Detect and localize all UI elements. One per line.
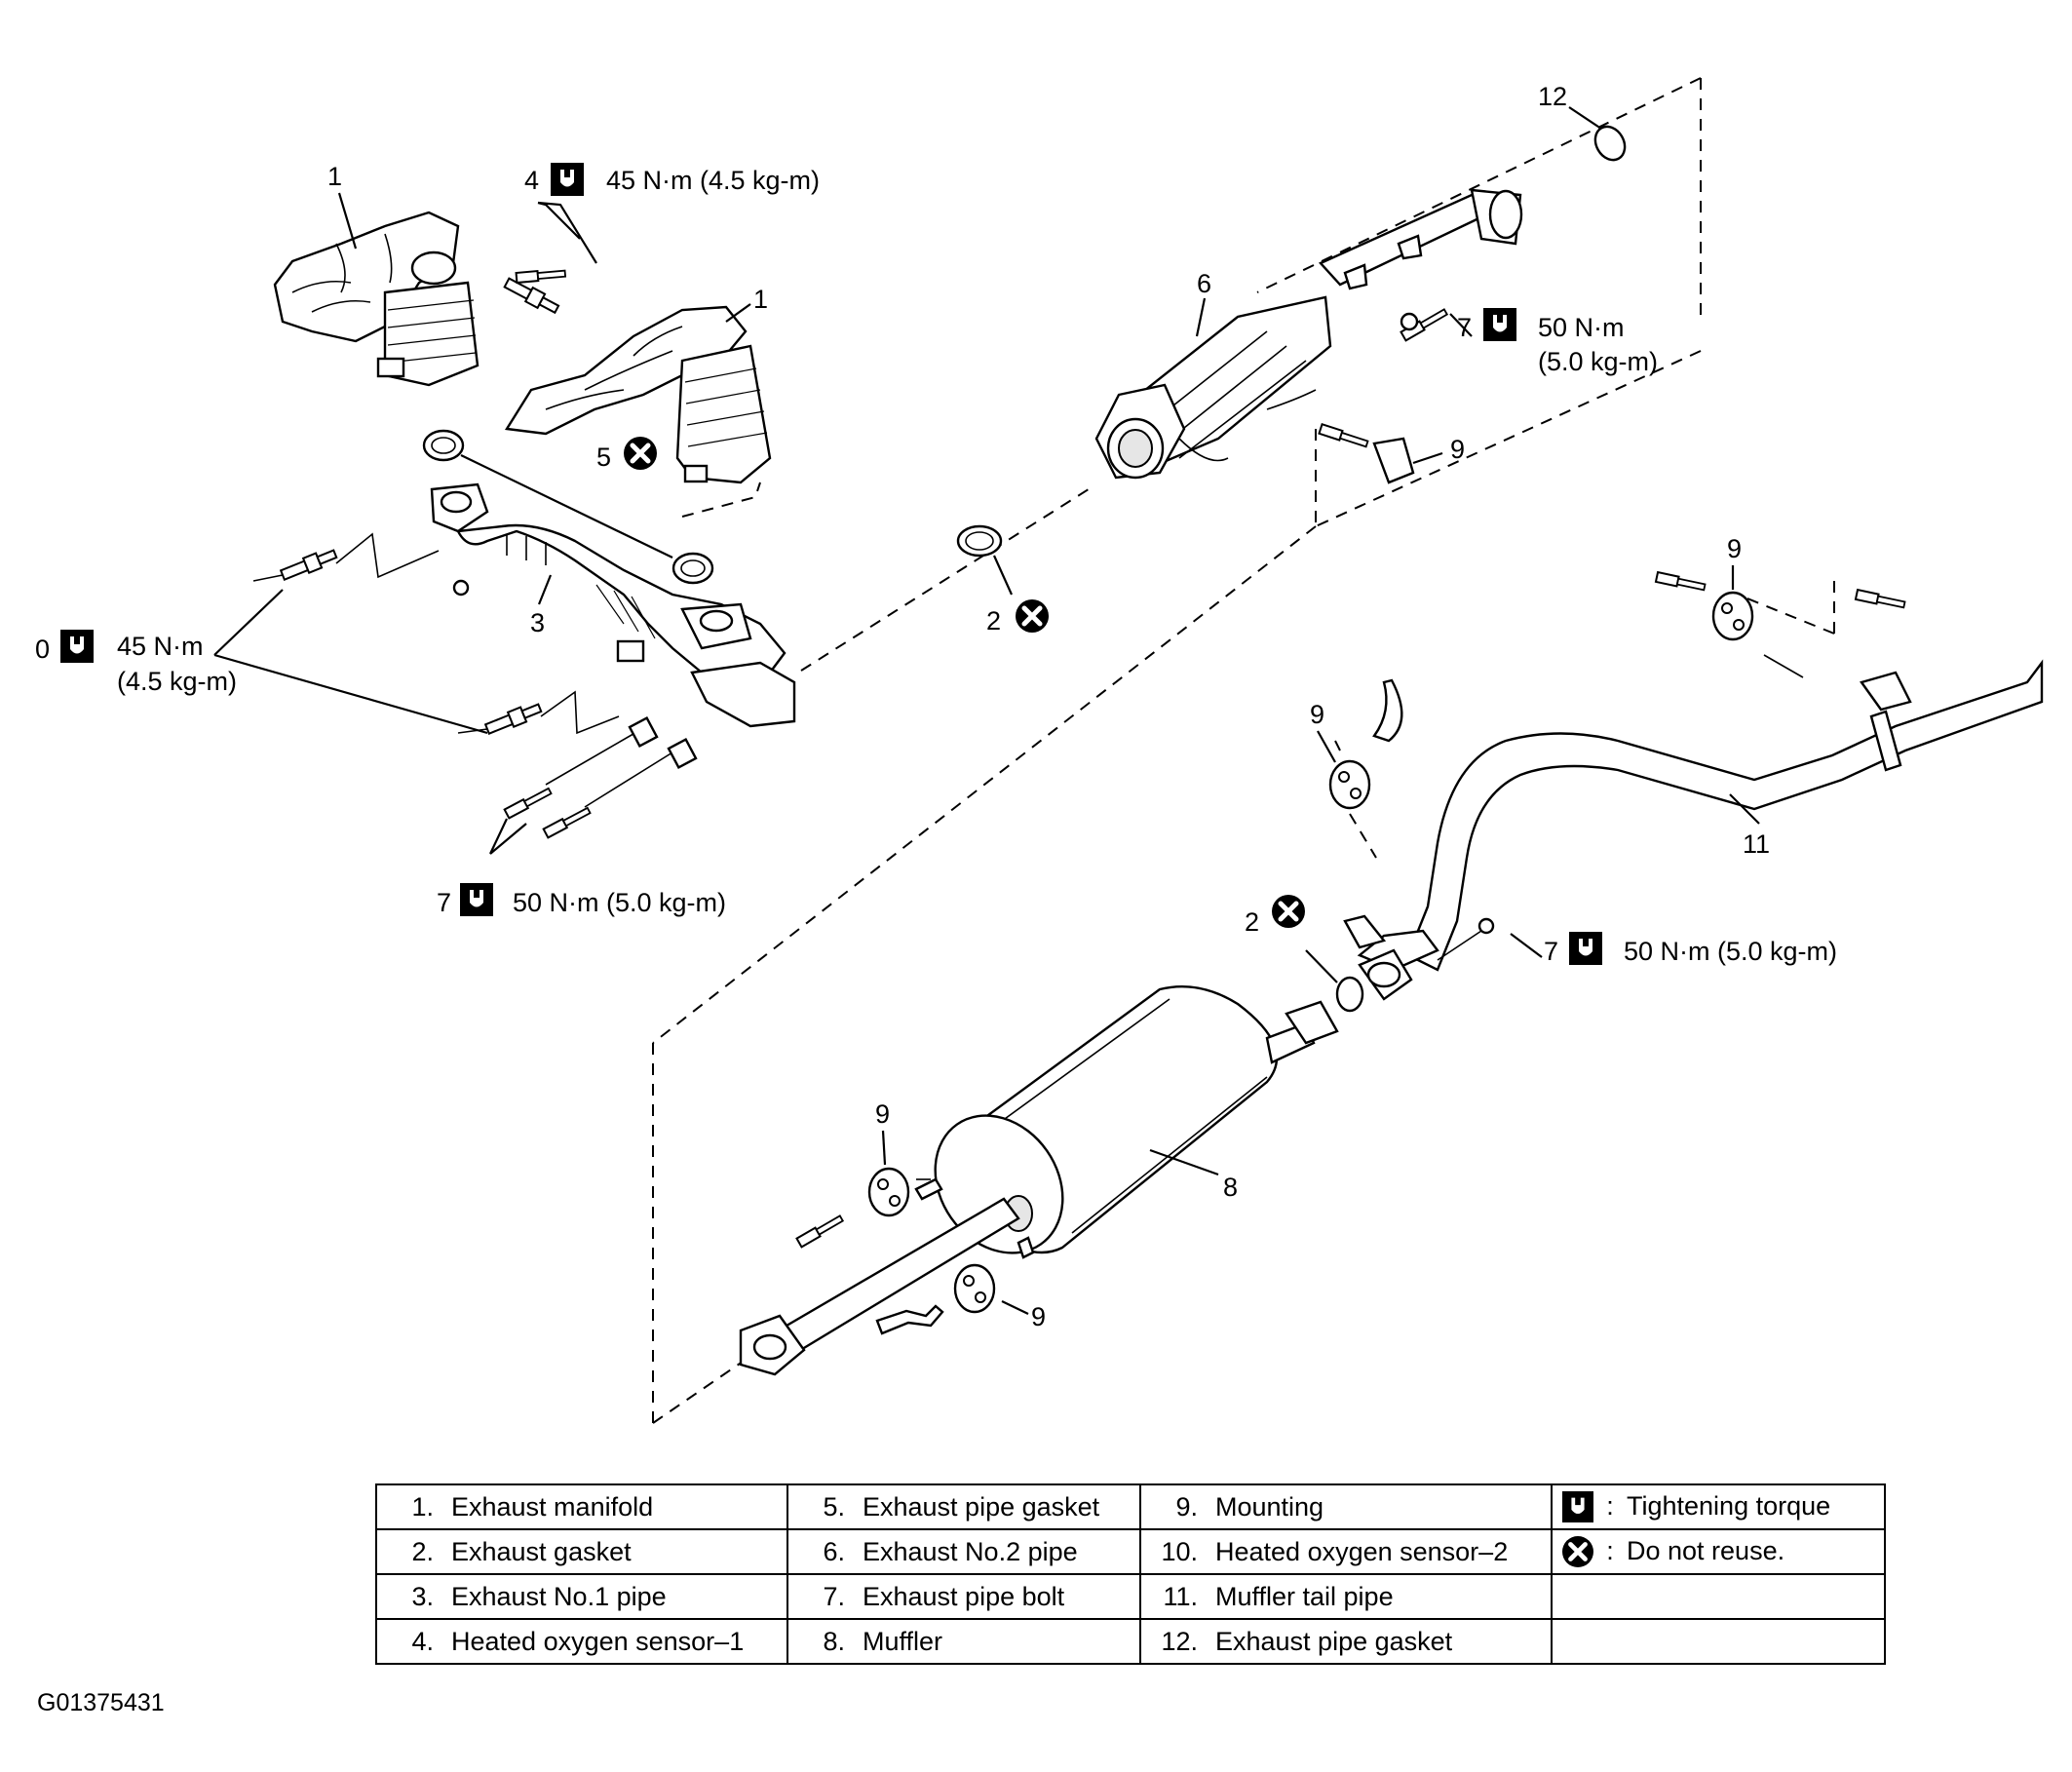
torque-value-bolt-front: 50 N·m (5.0 kg-m) bbox=[513, 888, 726, 917]
legend-row: 2.Exhaust gasket 6.Exhaust No.2 pipe 10.… bbox=[375, 1528, 1886, 1575]
callout-9-tail: 9 bbox=[1727, 534, 1742, 563]
legend-no-reuse-symbol: :Do not reuse. bbox=[1551, 1528, 1886, 1575]
muffler bbox=[739, 984, 1339, 1376]
callout-5: 5 bbox=[596, 443, 611, 472]
legend-cell: 5.Exhaust pipe gasket bbox=[787, 1483, 1141, 1530]
legend-cell: 2.Exhaust gasket bbox=[375, 1528, 788, 1575]
figure-id: G01375431 bbox=[37, 1689, 165, 1716]
legend-cell: 8.Muffler bbox=[787, 1618, 1141, 1665]
torque-value-bolt-top-line1: 50 N·m bbox=[1538, 313, 1625, 342]
callout-9-pipe: 9 bbox=[1450, 435, 1465, 464]
exhaust-pipe-gasket-rear bbox=[1593, 125, 1627, 162]
callout-1-right: 1 bbox=[753, 285, 768, 314]
legend-cell: 3.Exhaust No.1 pipe bbox=[375, 1573, 788, 1620]
torque-value-bolt-top-line2: (5.0 kg-m) bbox=[1538, 347, 1658, 376]
legend-cell: 11.Muffler tail pipe bbox=[1139, 1573, 1553, 1620]
callout-7-top: 7 bbox=[1457, 313, 1472, 342]
legend-cell: 1.Exhaust manifold bbox=[375, 1483, 788, 1530]
do-not-reuse-icon bbox=[1016, 599, 1049, 633]
callout-1-left: 1 bbox=[327, 162, 342, 191]
callout-7-front: 7 bbox=[437, 888, 451, 917]
legend-empty-cell bbox=[1551, 1618, 1886, 1665]
torque-wrench-icon bbox=[551, 163, 584, 196]
do-not-reuse-icon bbox=[1272, 895, 1305, 928]
do-not-reuse-icon bbox=[624, 437, 657, 470]
legend-cell: 6.Exhaust No.2 pipe bbox=[787, 1528, 1141, 1575]
do-not-reuse-icon bbox=[1562, 1536, 1593, 1567]
torque-value-sensor-1: 45 N·m (4.5 kg-m) bbox=[606, 166, 820, 195]
callout-9-hanger: 9 bbox=[1310, 700, 1324, 729]
parts-legend-table: 1.Exhaust manifold 5.Exhaust pipe gasket… bbox=[375, 1483, 1886, 1665]
callout-2-front: 2 bbox=[986, 606, 1001, 636]
legend-torque-symbol: :Tightening torque bbox=[1551, 1483, 1886, 1530]
torque-value-bolt-rear: 50 N·m (5.0 kg-m) bbox=[1624, 937, 1837, 966]
callout-2-rear: 2 bbox=[1245, 907, 1259, 937]
legend-row: 4.Heated oxygen sensor–1 8.Muffler 12.Ex… bbox=[375, 1618, 1886, 1665]
exhaust-no1-pipe bbox=[430, 482, 796, 728]
callout-3: 3 bbox=[530, 608, 545, 637]
torque-wrench-icon bbox=[60, 630, 94, 663]
exhaust-manifold-left bbox=[273, 211, 480, 387]
torque-value-sensor-2-line1: 45 N·m bbox=[117, 632, 204, 661]
legend-empty-cell bbox=[1551, 1573, 1886, 1620]
torque-wrench-icon bbox=[1562, 1491, 1593, 1523]
torque-wrench-icon bbox=[1569, 932, 1602, 965]
legend-cell: 10.Heated oxygen sensor–2 bbox=[1139, 1528, 1553, 1575]
exhaust-no2-pipe bbox=[1094, 188, 1523, 480]
exhaust-gasket-rear bbox=[1335, 976, 1364, 1013]
torque-value-sensor-2-line2: (4.5 kg-m) bbox=[117, 667, 237, 696]
callout-10: 0 bbox=[35, 635, 50, 664]
callout-9-lower: 9 bbox=[1031, 1302, 1046, 1331]
callout-12: 12 bbox=[1538, 82, 1567, 111]
torque-wrench-icon bbox=[460, 883, 493, 916]
legend-row: 1.Exhaust manifold 5.Exhaust pipe gasket… bbox=[375, 1483, 1886, 1530]
callout-11: 11 bbox=[1743, 829, 1770, 859]
callout-7-rear: 7 bbox=[1544, 937, 1558, 966]
exhaust-gasket-front bbox=[956, 524, 1003, 558]
legend-cell: 9.Mounting bbox=[1139, 1483, 1553, 1530]
legend-cell: 7.Exhaust pipe bolt bbox=[787, 1573, 1141, 1620]
callout-9-muffler: 9 bbox=[875, 1099, 890, 1129]
callout-4: 4 bbox=[524, 166, 539, 195]
legend-cell: 4.Heated oxygen sensor–1 bbox=[375, 1618, 788, 1665]
exhaust-pipe-gasket-upper bbox=[422, 429, 465, 462]
callout-8: 8 bbox=[1223, 1173, 1238, 1202]
torque-wrench-icon bbox=[1483, 308, 1516, 341]
legend-row: 3.Exhaust No.1 pipe 7.Exhaust pipe bolt … bbox=[375, 1573, 1886, 1620]
callout-6: 6 bbox=[1197, 269, 1211, 298]
legend-cell: 12.Exhaust pipe gasket bbox=[1139, 1618, 1553, 1665]
muffler-tail-pipe bbox=[1343, 659, 2044, 972]
exhaust-manifold-right bbox=[504, 305, 772, 484]
exhaust-pipe-gasket-lower bbox=[671, 552, 714, 585]
